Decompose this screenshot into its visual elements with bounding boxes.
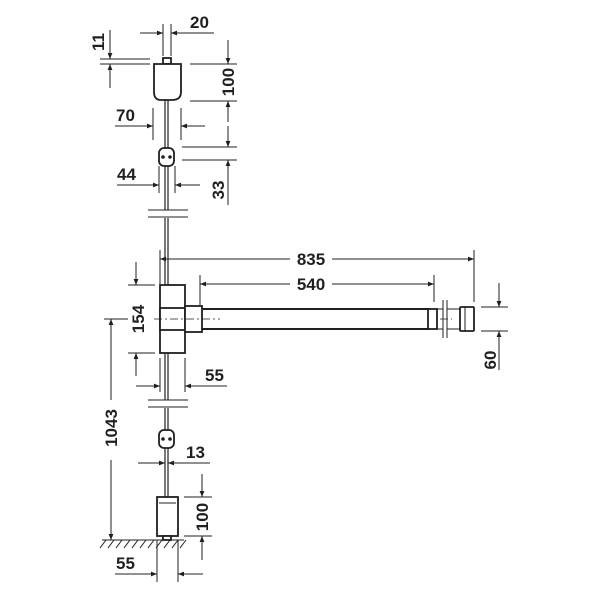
upper-clip: [158, 147, 175, 167]
dim-label-rod-bottom: 13: [186, 443, 205, 462]
dim-label-upper-cap-width: 70: [116, 106, 135, 125]
vertical-rod: [164, 100, 169, 500]
floor-cap: [156, 496, 179, 541]
swing-arm: [184, 305, 443, 333]
dim-hub-height: 154: [128, 262, 155, 376]
dim-label-clip-width: 44: [117, 165, 136, 184]
dim-label-rod-top: 20: [190, 13, 209, 32]
lower-clip: [158, 429, 175, 449]
dim-rail-diameter: 60: [481, 283, 508, 370]
dim-rod-top: 20: [140, 13, 214, 56]
end-cap: [447, 306, 475, 332]
dim-hub-width: 55: [136, 358, 227, 392]
dim-clip-height: 33: [209, 160, 231, 205]
upper-cap: [153, 57, 182, 101]
dim-label-hub-width: 55: [205, 366, 224, 385]
dim-label-overall-projection: 835: [297, 250, 325, 269]
dim-label-upper-cap-height: 100: [219, 68, 238, 96]
dim-label-lower-cap-width: 55: [116, 554, 135, 573]
dim-label-rail-length: 540: [297, 275, 325, 294]
dim-overall-projection: 835: [159, 250, 475, 302]
dim-label-rail-diameter: 60: [481, 351, 500, 370]
dim-clip-width: 44: [117, 165, 200, 193]
dim-label-top-offset: 11: [89, 33, 108, 51]
dim-upper-cap-width: 70: [115, 106, 205, 140]
dim-top-offset: 11: [89, 30, 150, 88]
break-marks: [148, 209, 188, 408]
dim-label-lower-cap-height: 100: [193, 503, 212, 531]
dim-upper-cap-height: 100: [190, 40, 238, 122]
dim-lower-cap-width: 55: [115, 540, 203, 582]
dim-label-center-height: 1043: [102, 409, 121, 447]
dim-rail-length: 540: [199, 275, 435, 305]
dim-label-hub-height: 154: [129, 304, 148, 333]
dim-lower-cap-height: 100: [184, 474, 212, 560]
pivot-hub: [159, 284, 186, 354]
dim-label-clip-height: 33: [209, 181, 228, 200]
dim-center-height: 1043: [102, 318, 128, 540]
floor: [99, 539, 187, 549]
dim-rod-bottom: 13: [138, 443, 210, 466]
